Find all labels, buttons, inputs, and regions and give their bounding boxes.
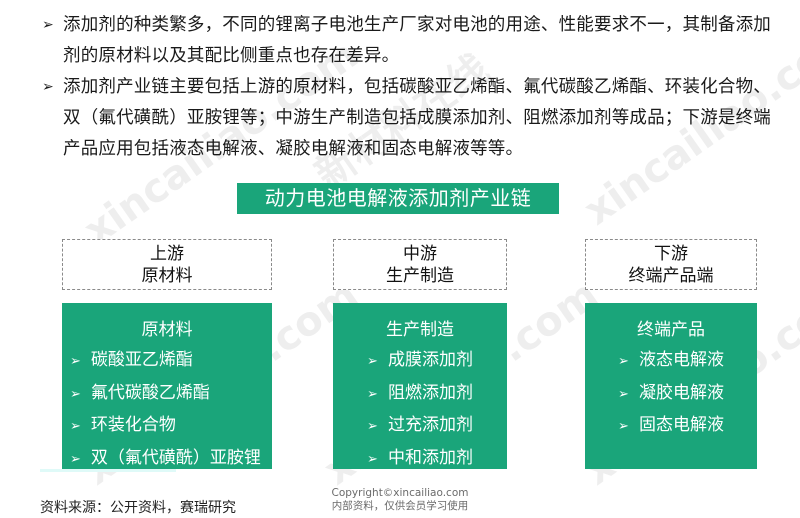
decor-line [40,469,176,472]
bullet-item: ➢ 添加剂的种类繁多，不同的锂离子电池生产厂家对电池的用途、性能要求不一，其制备… [42,10,782,72]
stage-box-title: 生产制造 [386,320,454,340]
bullet-item: ➢ 添加剂产业链主要包括上游的原材料，包括碳酸亚乙烯酯、氟代碳酸乙烯酯、环装化合… [42,72,782,165]
stage-box-downstream: 终端产品 ➢液态电解液 ➢凝胶电解液 ➢固态电解液 [585,303,757,469]
stage-header-upstream: 上游 原材料 [62,239,272,290]
diagram-title: 动力电池电解液添加剂产业链 [237,183,559,214]
stage-header-midstream: 中游 生产制造 [333,239,507,290]
list-item: ➢氟代碳酸乙烯酯 [70,382,210,403]
bullet-text: 添加剂产业链主要包括上游的原材料，包括碳酸亚乙烯酯、氟代碳酸乙烯酯、环装化合物、… [63,77,771,159]
arrow-bullet-icon: ➢ [367,419,378,434]
arrow-bullet-icon: ➢ [42,17,54,33]
stage-level: 中游 [403,243,437,264]
list-item: ➢碳酸亚乙烯酯 [70,350,193,370]
bullet-list: ➢ 添加剂的种类繁多，不同的锂离子电池生产厂家对电池的用途、性能要求不一，其制备… [42,10,782,165]
arrow-bullet-icon: ➢ [70,354,81,369]
stage-category: 终端产品端 [628,265,714,286]
list-item: ➢液态电解液 [618,350,724,370]
stage-box-upstream: 原材料 ➢碳酸亚乙烯酯 ➢氟代碳酸乙烯酯 ➢环装化合物 ➢双（氟代磺酰）亚胺锂 [62,303,272,469]
arrow-bullet-icon: ➢ [367,354,378,369]
list-item: ➢环装化合物 [70,415,176,435]
stage-category: 生产制造 [386,265,454,286]
arrow-bullet-icon: ➢ [618,419,629,434]
stage-box-title: 终端产品 [637,320,705,340]
arrow-bullet-icon: ➢ [367,451,378,467]
arrow-bullet-icon: ➢ [367,386,378,402]
stage-level: 下游 [654,243,688,264]
arrow-bullet-icon: ➢ [618,354,629,369]
usage-note: 内部资料，仅供会员学习使用 [331,500,469,512]
stage-box-title: 原材料 [141,320,193,340]
arrow-bullet-icon: ➢ [70,386,81,402]
stage-level: 上游 [150,243,184,264]
list-item: ➢阻燃添加剂 [367,382,473,403]
list-item: ➢成膜添加剂 [367,350,473,370]
bullet-text: 添加剂的种类繁多，不同的锂离子电池生产厂家对电池的用途、性能要求不一，其制备添加… [63,15,771,66]
list-item: ➢凝胶电解液 [618,382,724,403]
list-item: ➢双（氟代磺酰）亚胺锂 [70,447,261,468]
stage-box-midstream: 生产制造 ➢成膜添加剂 ➢阻燃添加剂 ➢过充添加剂 ➢中和添加剂 [333,303,507,469]
list-item: ➢过充添加剂 [367,415,473,435]
list-item: ➢中和添加剂 [367,447,473,468]
copyright-line: Copyright©xincailiao.com [331,487,469,499]
copyright-notice: Copyright©xincailiao.com 内部资料，仅供会员学习使用 [300,487,500,513]
stage-header-downstream: 下游 终端产品端 [585,239,757,290]
arrow-bullet-icon: ➢ [70,451,81,467]
arrow-bullet-icon: ➢ [70,419,81,434]
list-item: ➢固态电解液 [618,415,724,435]
stage-category: 原材料 [141,265,193,286]
arrow-bullet-icon: ➢ [618,386,629,402]
arrow-bullet-icon: ➢ [42,79,54,95]
source-note: 资料来源：公开资料，赛瑞研究 [40,500,236,516]
